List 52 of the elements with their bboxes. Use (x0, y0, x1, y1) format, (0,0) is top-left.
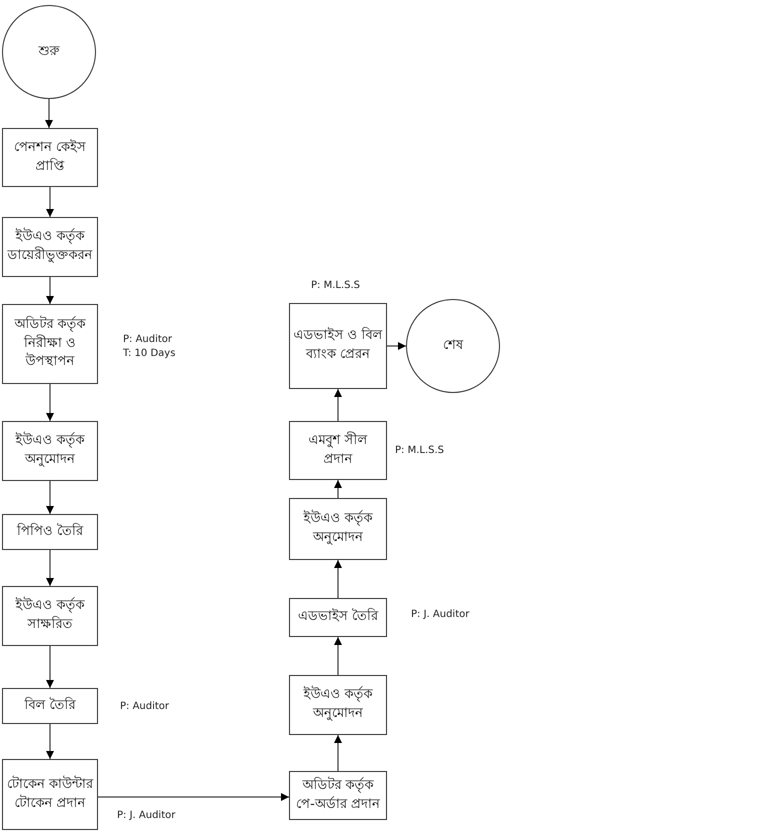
process-box (2, 128, 98, 187)
process-box (289, 421, 387, 480)
role-note: P: Auditor (123, 333, 174, 346)
role-note: P: Auditor (120, 700, 170, 714)
node-label: টোকেন কাউন্টার টোকেন প্রদান (6, 776, 94, 812)
process-box (2, 586, 98, 646)
node-label: ইউএও কর্তৃক অনুমোদন (14, 432, 86, 469)
arrow (334, 636, 342, 676)
arrow (46, 550, 54, 586)
role-note: P: M.L.S.S (311, 279, 360, 292)
node-label: এডভাইস ও বিল ব্যাংক প্রেরন (292, 327, 384, 364)
node-label: শুরু (37, 42, 61, 61)
arrow (334, 560, 342, 598)
node-label: অডিটর কর্তৃক পে-অর্ডার প্রদান (295, 776, 381, 814)
arrow (334, 480, 342, 498)
role-note: P: J. Auditor (411, 608, 470, 622)
role-note: P: J. Auditor (117, 809, 176, 822)
arrow (46, 480, 54, 514)
node-label: অডিটর কর্তৃক নিরীক্ষা ও উপস্থাপন (13, 316, 87, 372)
process-box (2, 514, 98, 550)
process-box (2, 759, 98, 830)
process-box (289, 771, 387, 820)
arrow (386, 342, 406, 350)
arrow (46, 384, 54, 422)
node-label: ইউএও কর্তৃক ডায়েরীভুক্তকরন (6, 228, 94, 265)
arrow (46, 646, 54, 688)
node-label: ইউএও কর্তৃক অনুমোদন (302, 686, 374, 723)
arrow (334, 734, 342, 772)
node-label: বিল তৈরি (23, 696, 77, 715)
node-label: পিপিও তৈরি (16, 522, 84, 541)
node-label: পেনশন কেইস প্রাপ্তি (12, 138, 88, 176)
node-label: ইউএও কর্তৃক সাক্ষরিত (14, 597, 86, 634)
process-box (289, 675, 387, 735)
arrow (46, 276, 54, 304)
role-note: P: M.L.S.S (395, 444, 444, 458)
process-box (2, 304, 98, 384)
process-box (2, 688, 98, 724)
process-box (289, 498, 387, 560)
arrow (46, 724, 54, 760)
node-label: এডভাইস তৈরি (296, 608, 380, 626)
process-box (2, 421, 98, 481)
node-label: ইউএও কর্তৃক অনুমোদন (302, 510, 374, 547)
arrow (334, 388, 342, 422)
process-box (2, 217, 98, 277)
process-box (289, 598, 387, 637)
process-box (289, 303, 387, 389)
arrow (98, 793, 290, 801)
node-label: এমবুশ সীল প্রদান (307, 432, 369, 468)
arrow (45, 98, 53, 128)
arrow (46, 186, 54, 218)
role-note: T: 10 Days (123, 346, 176, 360)
node-label: শেষ (442, 336, 464, 355)
